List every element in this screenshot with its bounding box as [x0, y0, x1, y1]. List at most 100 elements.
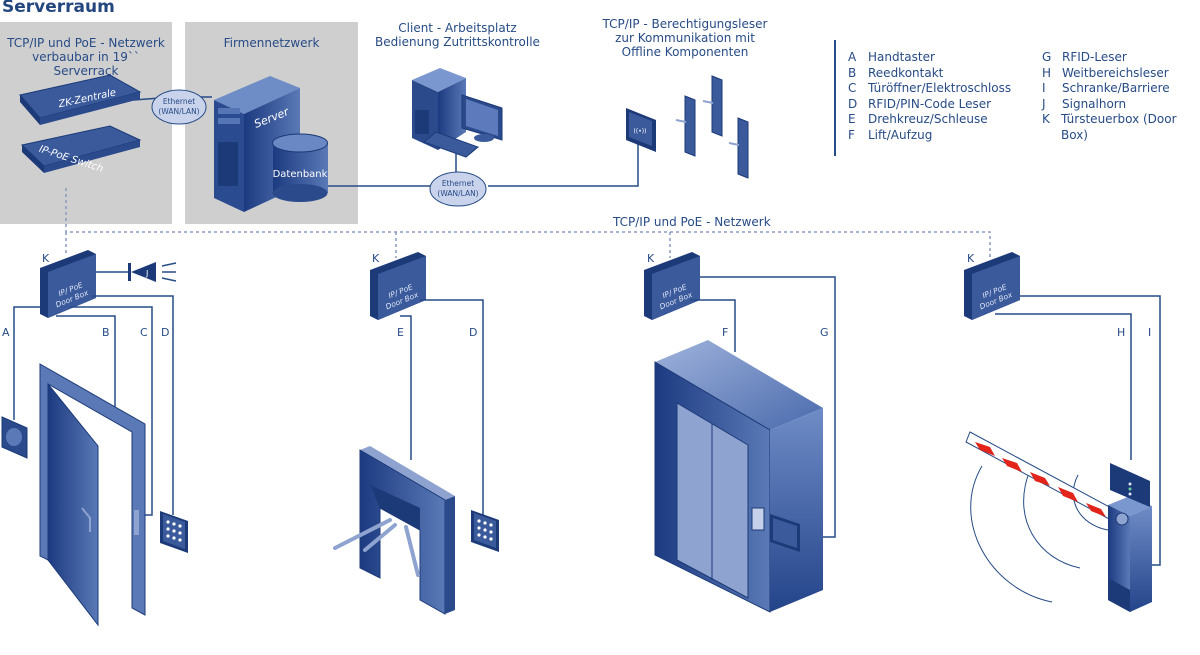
legend-key: I	[1042, 81, 1046, 95]
client-heading-line2: Bedienung Zutrittskontrolle	[375, 35, 540, 49]
label-f: F	[722, 326, 728, 339]
wire-a	[13, 306, 40, 420]
barrier	[965, 431, 1152, 612]
legend-label: Reedkontakt	[868, 65, 944, 80]
wire-f	[690, 299, 736, 352]
legend-item: G RFID-Leser	[1042, 50, 1200, 66]
legend-item: B Reedkontakt	[848, 66, 1011, 82]
door	[39, 363, 146, 627]
legend-label: Schranke/Barriere	[1062, 81, 1170, 95]
door-box-4: IP/ PoE Door Box	[964, 252, 1020, 320]
label-b: B	[102, 326, 110, 339]
reader-heading-line3: Offline Komponenten	[621, 45, 749, 59]
offline-doors	[675, 75, 749, 179]
long-range-waves	[970, 465, 1109, 603]
legend-key: C	[848, 81, 857, 95]
ethernet-lines	[133, 96, 639, 187]
offline-door-3	[737, 117, 749, 179]
door-box-1: IP/ PoE Door Box	[40, 250, 96, 318]
label-c: C	[140, 326, 148, 339]
legend-key: J	[1042, 96, 1046, 111]
company-panel-heading: Firmennetzwerk	[185, 36, 358, 50]
reader-heading: TCP/IP - Berechtigungsleser zur Kommunik…	[600, 17, 770, 59]
client-heading: Client - Arbeitsplatz Bedienung Zutritts…	[370, 21, 545, 49]
elevator	[654, 340, 823, 613]
wire-h	[995, 313, 1132, 460]
legend-item: E Drehkreuz/Schleuse	[848, 112, 1011, 128]
keypad-2	[471, 510, 499, 552]
ethernet-top-line1: Ethernet	[163, 97, 195, 106]
ethernet-bottom-line1: Ethernet	[442, 179, 474, 188]
ethernet-top-line2: (WAN/LAN)	[158, 107, 199, 116]
client-heading-line1: Client - Arbeitsplatz	[398, 21, 517, 35]
legend-item: A Handtaster	[848, 50, 1011, 66]
ethernet-cloud-top: Ethernet (WAN/LAN)	[151, 89, 207, 125]
network-label: TCP/IP und PoE - Netzwerk	[613, 215, 771, 229]
legend-label: Handtaster	[868, 50, 935, 64]
label-a: A	[2, 326, 10, 339]
database-device: Datenbank	[272, 133, 328, 202]
door-box-3: IP/ PoE Door Box	[644, 252, 700, 320]
legend-label: Weitbereichsleser	[1062, 65, 1169, 80]
rack-heading-line2: verbaubar in 19`` Serverrack	[32, 50, 140, 78]
label-k1: K	[42, 252, 50, 265]
label-k4: K	[967, 252, 975, 265]
hand-button	[1, 416, 28, 459]
legend-item: J Signalhorn	[1042, 97, 1200, 113]
legend-key: G	[1042, 50, 1052, 64]
legend-item: I Schranke/Barriere	[1042, 81, 1200, 97]
legend-key: B	[848, 65, 857, 80]
legend-key: H	[1042, 65, 1052, 80]
label-j: J	[145, 269, 148, 278]
legend-key: A	[848, 50, 857, 64]
legend-item: F Lift/Aufzug	[848, 128, 1011, 144]
label-d1: D	[161, 326, 169, 339]
barrier-red-stripes	[975, 442, 1106, 517]
zk-zentrale-device: ZK-Zentrale	[19, 74, 142, 125]
turnstile	[333, 446, 455, 615]
label-i: I	[1148, 326, 1151, 339]
rack-panel-heading: TCP/IP und PoE - Netzwerk verbaubar in 1…	[0, 36, 172, 78]
poe-bus-line	[65, 188, 991, 258]
reader-heading-line2: zur Kommunikation mit	[615, 31, 755, 45]
wire-labels: K A B C D K E D K F G K H I	[2, 252, 1151, 339]
legend-key: K	[1042, 112, 1050, 126]
label-g: G	[820, 326, 829, 339]
signal-horn: J	[128, 262, 177, 282]
label-k3: K	[647, 252, 655, 265]
page-title: Serverraum	[2, 0, 115, 17]
legend-label: Drehkreuz/Schleuse	[868, 112, 988, 126]
offline-door-2	[711, 75, 723, 137]
door-box-2: IP/ PoE Door Box	[370, 252, 426, 320]
poe-network-lines	[65, 188, 991, 258]
reader-heading-line1: TCP/IP - Berechtigungsleser	[602, 17, 768, 31]
legend-label: RFID-Leser	[1062, 50, 1127, 64]
legend-col2: G RFID-Leser H Weitbereichsleser I Schranke…	[1042, 50, 1200, 143]
rfid-waves-icon: ((•))	[634, 128, 647, 135]
poe-switch-device: IP-PoE Switch	[20, 125, 142, 175]
client-pc	[412, 68, 503, 158]
rack-panel	[0, 22, 172, 224]
legend-label: Lift/Aufzug	[868, 127, 933, 142]
wire-i	[1020, 295, 1161, 566]
legend-key: D	[848, 96, 858, 111]
ethernet-cloud-bottom: Ethernet (WAN/LAN)	[429, 171, 487, 207]
database-label: Datenbank	[273, 169, 328, 180]
label-k2: K	[372, 252, 380, 265]
legend-label: Signalhorn	[1062, 96, 1127, 111]
legend-divider	[834, 40, 836, 156]
server-device: Server	[214, 76, 300, 212]
rack-heading-line1: TCP/IP und PoE - Netzwerk	[7, 36, 165, 50]
keypad-1	[160, 511, 188, 553]
label-h: H	[1117, 326, 1125, 339]
tcpip-reader-wall: ((•))	[626, 108, 656, 152]
wire-d1	[92, 295, 174, 515]
wire-d2	[420, 299, 484, 520]
legend-key: E	[848, 112, 856, 126]
device-wires	[13, 271, 1161, 566]
legend-key: F	[848, 127, 855, 142]
